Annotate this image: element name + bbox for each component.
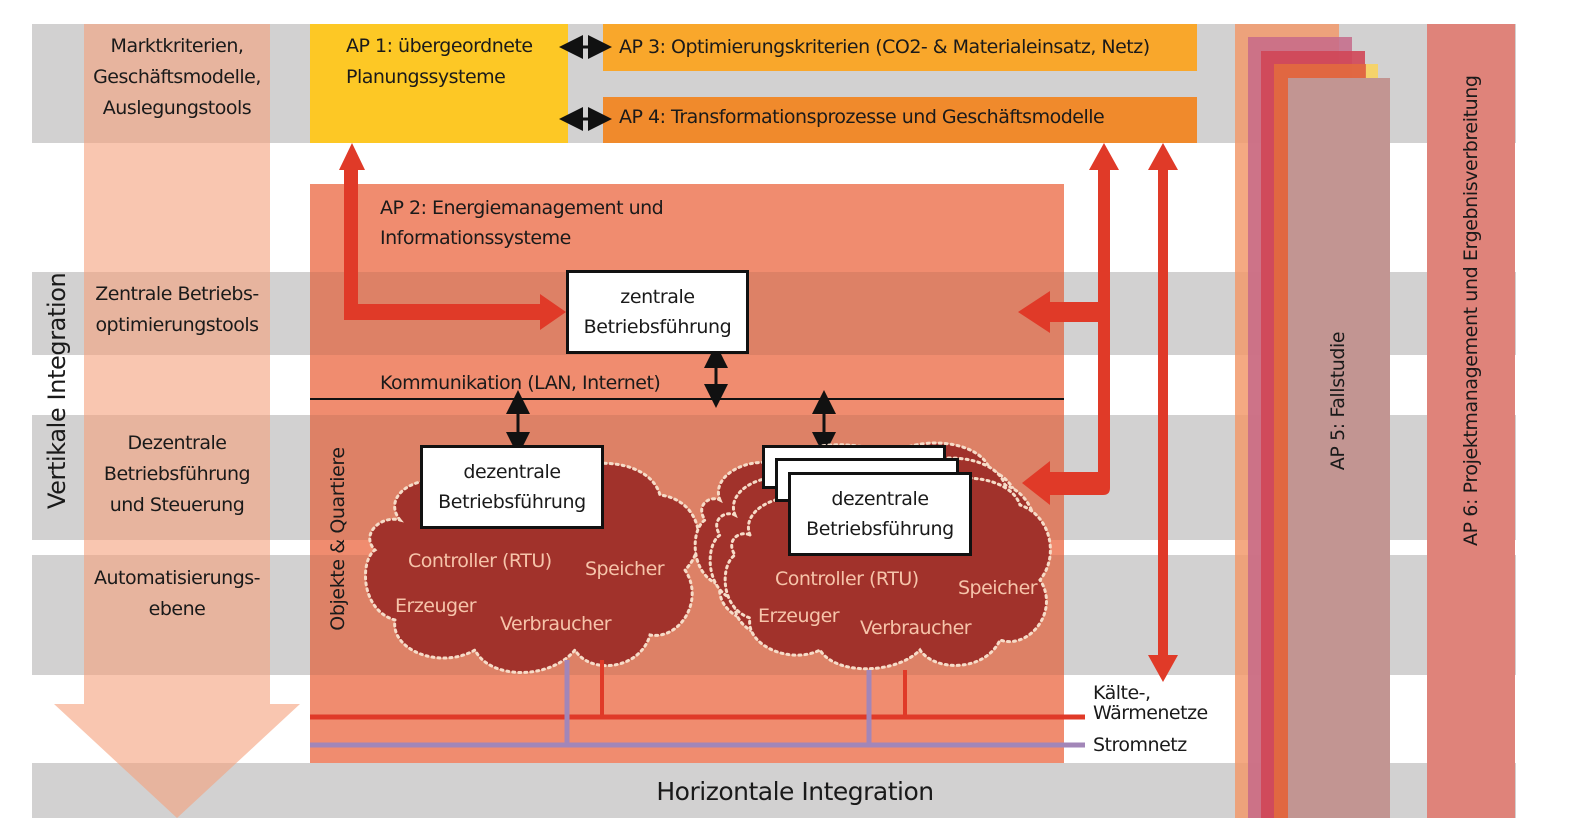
cloud-1-erzeuger: Erzeuger: [395, 595, 477, 617]
ap3-box: [603, 24, 1197, 71]
objects-label: Objekte & Quartiere: [327, 447, 349, 631]
cloud-1-verbraucher: Verbraucher: [500, 613, 612, 635]
cloud-1-speicher: Speicher: [585, 558, 665, 580]
ap5-column: [1288, 78, 1390, 818]
communication-label: Kommunikation (LAN, Internet): [380, 372, 661, 394]
ap1-box: [310, 24, 568, 143]
power-network-label: Stromnetz: [1093, 734, 1187, 756]
ap4-branch-arrow: [1018, 143, 1119, 505]
cloud-2-verbraucher: Verbraucher: [860, 617, 972, 639]
ap4-box: [603, 97, 1197, 143]
level-automation: Automatisierungs- ebene: [93, 567, 261, 620]
ap2-label: AP 2: Energiemanagement und Informations…: [380, 197, 664, 249]
cloud-2-erzeuger: Erzeuger: [758, 605, 840, 627]
zentrale-betriebsfuehrung-box: zentrale Betriebsführung: [566, 270, 749, 354]
level-markt: Marktkriterien, Geschäftsmodelle, Ausleg…: [93, 35, 261, 119]
ap4-label: AP 4: Transformationsprozesse und Geschä…: [619, 106, 1105, 128]
red-arrows: [339, 143, 1178, 682]
ap5-layer-5: [1366, 64, 1378, 78]
dezentrale-betriebsfuehrung-box-1: dezentrale Betriebsführung: [420, 445, 604, 529]
ap4-network-arrow: [1148, 143, 1178, 682]
cloud-2-controller: Controller (RTU): [775, 568, 919, 590]
horizontal-integration-label: Horizontale Integration: [656, 777, 934, 806]
heat-network-label: Kälte-, Wärmenetze: [1093, 682, 1208, 724]
dezentrale-betriebsfuehrung-box-2: dezentrale Betriebsführung: [788, 472, 972, 556]
ap6-column: [1427, 24, 1515, 818]
ap1-zentral-arrow: [339, 143, 566, 330]
ap3-label: AP 3: Optimierungskriterien (CO2- & Mate…: [619, 36, 1150, 58]
cloud-2-speicher: Speicher: [958, 577, 1038, 599]
cloud-1-controller: Controller (RTU): [408, 550, 552, 572]
ap1-label: AP 1: übergeordnete Planungssysteme: [346, 35, 533, 88]
level-zentral: Zentrale Betriebs- optimierungstools: [95, 283, 259, 336]
vertical-arrow-shape: [54, 24, 300, 818]
level-dezentral: Dezentrale Betriebsführung und Steuerung: [103, 432, 251, 516]
